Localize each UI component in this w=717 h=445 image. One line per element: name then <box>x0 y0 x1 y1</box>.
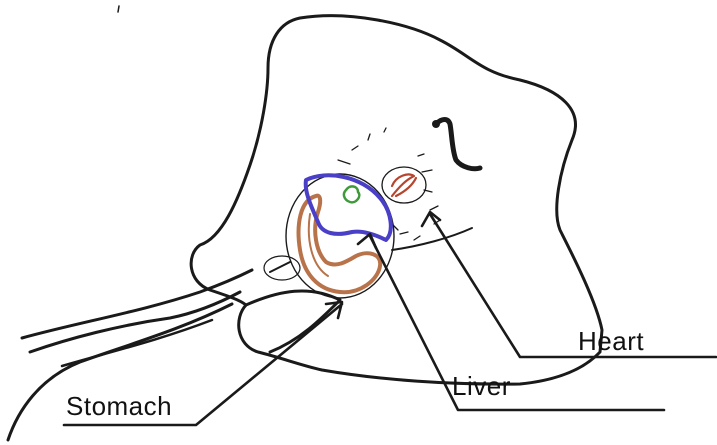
snout-outline <box>246 291 340 352</box>
head-outline <box>191 16 602 384</box>
heart-leader-line <box>430 214 716 357</box>
side-sac-mark <box>270 262 290 272</box>
gallbladder-outline <box>344 186 359 202</box>
heart-label: Heart <box>578 328 644 354</box>
stomach-label: Stomach <box>66 393 172 419</box>
eye-bracket <box>436 120 480 169</box>
pen-mark <box>118 6 119 12</box>
eye-dot <box>432 120 440 128</box>
side-sac <box>264 256 300 280</box>
heart-outline <box>382 167 426 203</box>
liver-label: Liver <box>452 373 511 399</box>
belly-curve <box>392 228 472 250</box>
